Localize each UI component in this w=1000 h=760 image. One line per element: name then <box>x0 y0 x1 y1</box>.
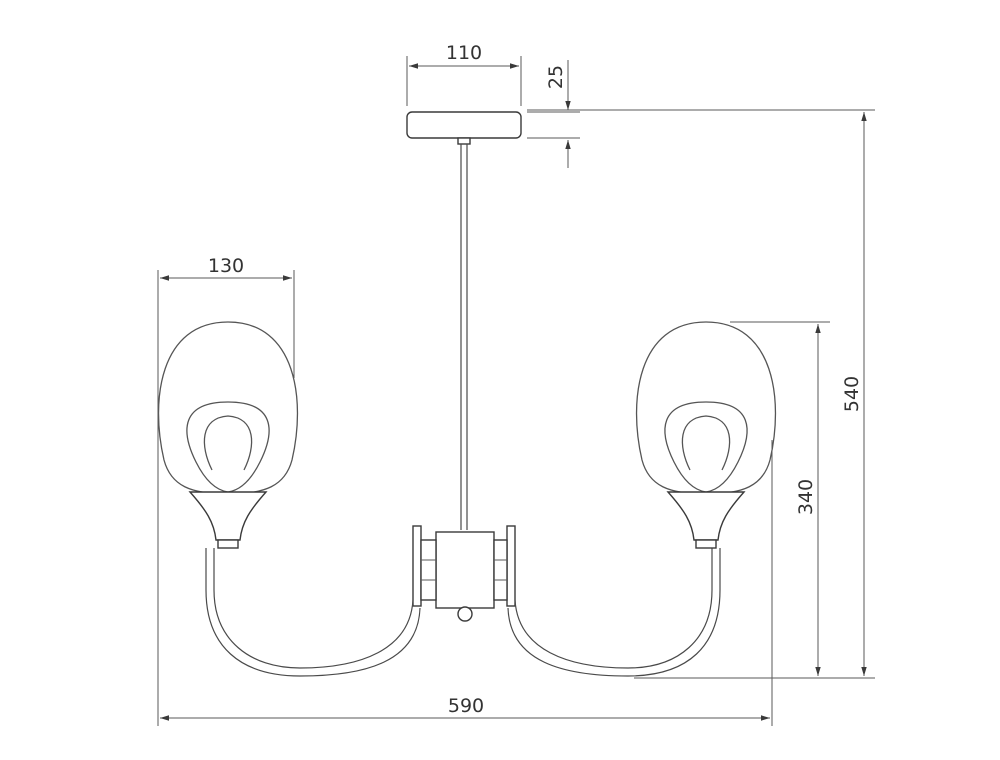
canopy-width-label: 110 <box>446 42 482 64</box>
dimension-total-width: 590 <box>157 440 773 726</box>
dimension-shade-width: 130 <box>157 255 295 450</box>
right-lamp-shade <box>635 321 777 549</box>
dimension-canopy-height: 25 <box>527 60 580 168</box>
central-hub <box>412 525 516 622</box>
dimension-canopy-width: 110 <box>406 42 522 106</box>
ceiling-canopy <box>406 111 522 145</box>
arm-height-label: 340 <box>795 479 817 515</box>
dimension-arm-height: 340 <box>730 321 830 676</box>
total-width-label: 590 <box>448 695 484 717</box>
suspension-rod <box>460 144 468 530</box>
right-arm <box>507 548 721 677</box>
dimension-total-height: 540 <box>527 109 875 679</box>
total-height-label: 540 <box>841 376 863 412</box>
left-lamp-shade <box>157 321 299 549</box>
shade-width-label: 130 <box>208 255 244 277</box>
left-arm <box>205 548 421 677</box>
canopy-height-label: 25 <box>545 65 567 89</box>
